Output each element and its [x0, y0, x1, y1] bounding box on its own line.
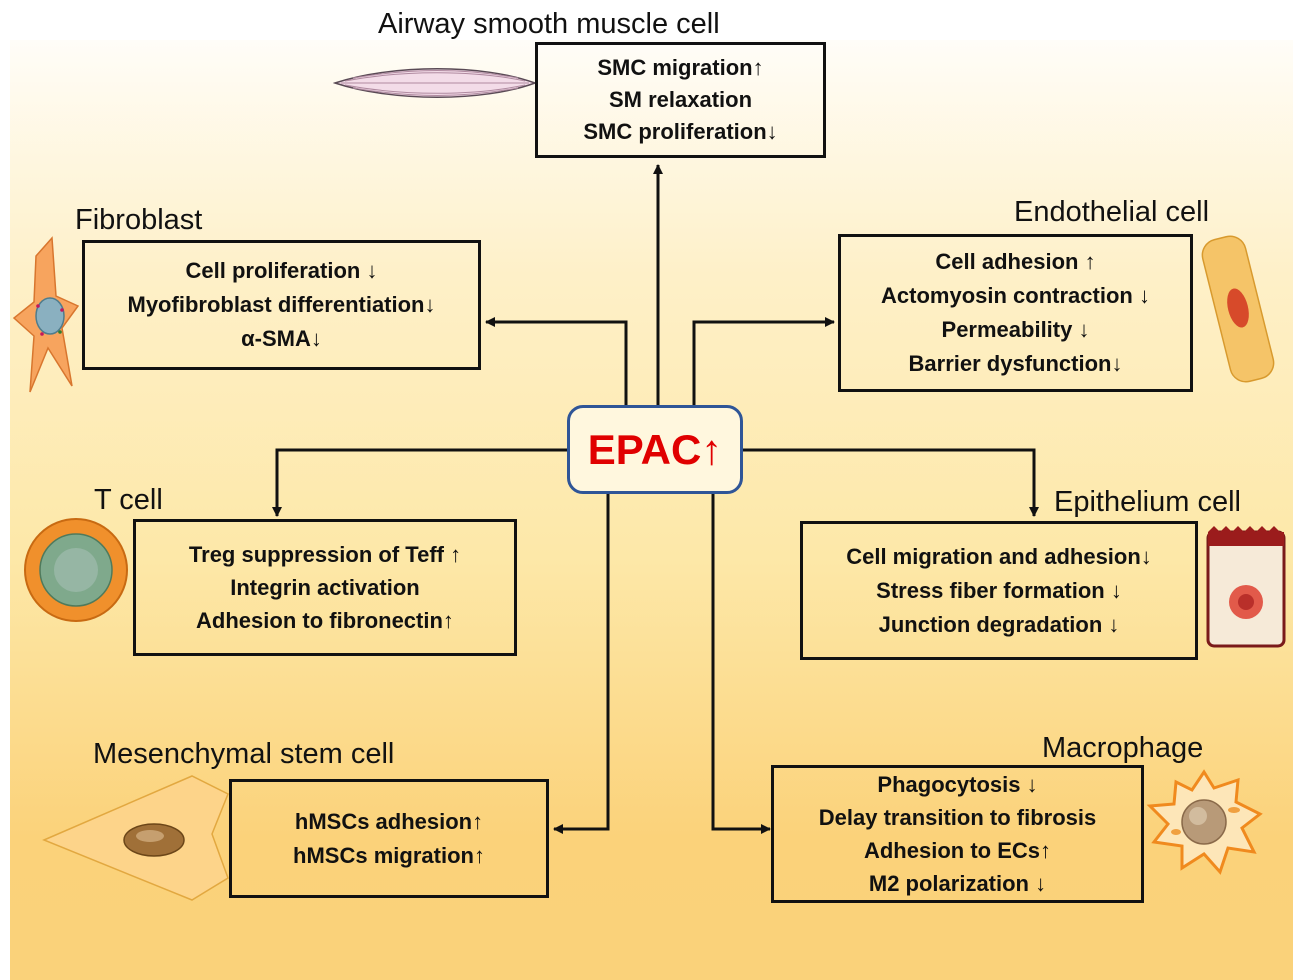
mesenchymal-title: Mesenchymal stem cell [93, 738, 395, 770]
arrow-to-t-cell [272, 448, 567, 517]
macrophage-effect: Phagocytosis ↓ [877, 772, 1038, 797]
arrow-to-mesenchymal [553, 494, 610, 834]
endothelial-effect: Cell adhesion ↑ [935, 249, 1096, 274]
endothelial-title: Endothelial cell [1014, 196, 1210, 228]
smooth-muscle-effect: SMC migration↑ [597, 55, 764, 80]
smooth-muscle-effect: SMC proliferation↓ [583, 119, 778, 144]
epac-center-node: EPAC↑ [567, 405, 743, 494]
fibroblast-effects-box: Cell proliferation ↓ Myofibroblast diffe… [82, 240, 481, 370]
fibroblast-effect: Myofibroblast differentiation↓ [127, 292, 436, 317]
t-cell-effects-box: Treg suppression of Teff ↑ Integrin acti… [133, 519, 517, 656]
arrow-to-endothelial [692, 317, 835, 405]
endothelial-effects-box: Cell adhesion ↑ Actomyosin contraction ↓… [838, 234, 1193, 392]
t-cell-illustration [24, 518, 128, 622]
t-cell-title: T cell [94, 484, 163, 516]
mesenchymal-effect: hMSCs migration↑ [293, 842, 485, 868]
arrow-to-fibroblast [485, 317, 628, 405]
endothelial-cell-illustration [1201, 235, 1275, 383]
smooth-muscle-cell-illustration [333, 68, 537, 98]
epithelium-effects-box: Cell migration and adhesion↓ Stress fibe… [800, 521, 1198, 660]
macrophage-effects-box: Phagocytosis ↓ Delay transition to fibro… [771, 765, 1144, 903]
mesenchymal-stem-cell-illustration [42, 775, 229, 901]
macrophage-effect: M2 polarization ↓ [868, 871, 1047, 896]
epac-label: EPAC↑ [587, 425, 723, 473]
t-cell-effect: Treg suppression of Teff ↑ [188, 542, 462, 567]
epithelium-effect: Junction degradation ↓ [878, 611, 1120, 637]
endothelial-effect: Actomyosin contraction ↓ [881, 283, 1150, 308]
epithelium-cell-illustration [1206, 526, 1286, 648]
macrophage-title: Macrophage [1042, 732, 1204, 764]
t-cell-effect: Integrin activation [230, 575, 420, 600]
macrophage-illustration [1146, 769, 1263, 875]
gradient-background [10, 40, 1293, 980]
arrow-to-macrophage [711, 494, 771, 834]
fibroblast-title: Fibroblast [75, 204, 203, 236]
epithelium-effect: Cell migration and adhesion↓ [846, 543, 1152, 569]
endothelial-effect: Permeability ↓ [941, 317, 1090, 342]
endothelial-effect: Barrier dysfunction↓ [908, 351, 1123, 376]
fibroblast-effect: Cell proliferation ↓ [185, 258, 378, 283]
epithelium-effect: Stress fiber formation ↓ [876, 577, 1122, 603]
smooth-muscle-effects-box: SMC migration↑ SM relaxation SMC prolife… [535, 42, 826, 158]
macrophage-effect: Adhesion to ECs↑ [863, 838, 1051, 863]
macrophage-effect: Delay transition to fibrosis [818, 805, 1097, 830]
epithelium-title: Epithelium cell [1054, 486, 1241, 518]
smooth-muscle-title: Airway smooth muscle cell [378, 8, 720, 40]
t-cell-effect: Adhesion to fibronectin↑ [196, 608, 454, 633]
mesenchymal-effect: hMSCs adhesion↑ [294, 808, 484, 834]
smooth-muscle-effect: SM relaxation [608, 87, 753, 112]
fibroblast-illustration [12, 236, 80, 393]
fibroblast-effect: α-SMA↓ [241, 326, 322, 351]
mesenchymal-effects-box: hMSCs adhesion↑ hMSCs migration↑ [229, 779, 549, 898]
arrow-to-epithelium [743, 448, 1039, 517]
